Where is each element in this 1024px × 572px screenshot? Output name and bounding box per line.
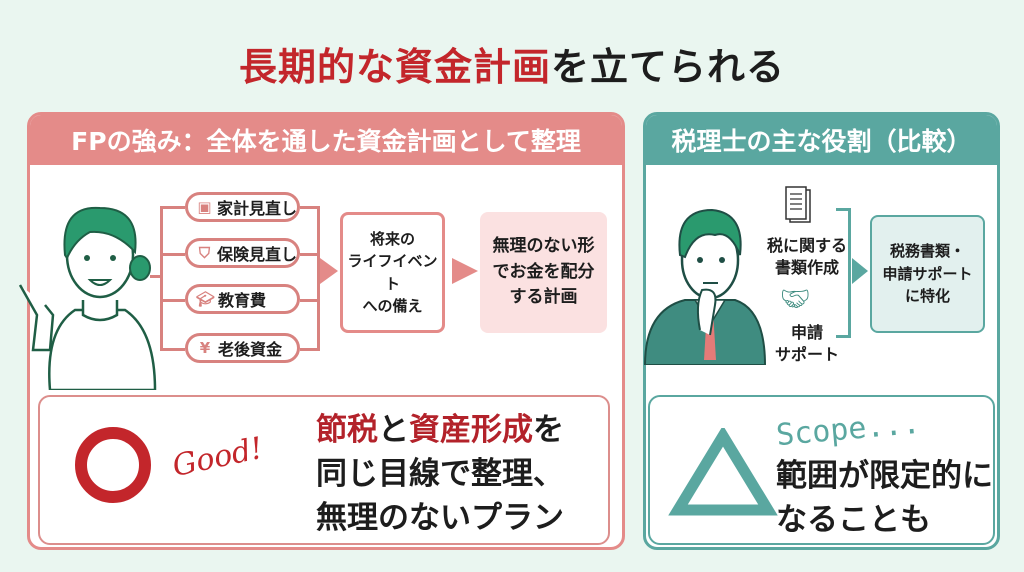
handshake-icon: 🤝︎ xyxy=(780,285,811,313)
connector xyxy=(160,206,185,209)
connector xyxy=(300,299,318,302)
connector xyxy=(150,275,162,278)
bracket-left xyxy=(160,206,163,351)
page-title: 長期的な資金計画を立てられる xyxy=(238,45,786,89)
item-education: 🎓︎教育費 xyxy=(185,284,300,314)
graduation-cap-icon: 🎓︎ xyxy=(196,290,216,308)
bracket xyxy=(848,208,851,338)
tax-verdict-text: 範囲が限定的に なることも xyxy=(776,458,993,539)
money-bag-icon: ¥ xyxy=(199,339,211,357)
fp-verdict-text: 節税と資産形成を 同じ目線で整理、 無理のないプラン xyxy=(316,412,564,537)
allocation-plan-box: 無理のない形 でお金を配分 する計画 xyxy=(480,212,607,333)
tax-panel-header: 税理士の主な役割（比較） xyxy=(646,115,997,165)
shield-check-icon: ⛉ xyxy=(198,244,211,262)
specialization-box: 税務書類・ 申請サポート に特化 xyxy=(870,215,985,333)
connector xyxy=(160,253,185,256)
connector xyxy=(300,253,318,256)
good-circle-icon xyxy=(75,427,151,503)
bracket xyxy=(836,335,850,338)
item-insurance-review: ⛉保険見直し xyxy=(185,238,300,268)
arrow-right-icon xyxy=(320,258,338,284)
arrow-right-icon xyxy=(852,258,868,284)
arrow-right-icon xyxy=(452,258,478,284)
item-household-review: ▣家計見直し xyxy=(185,192,300,222)
bracket-right xyxy=(317,206,320,351)
application-support-label: 申請 サポート xyxy=(774,323,839,364)
connector xyxy=(300,348,318,351)
life-event-box: 将来の ライフイベント への備え xyxy=(340,212,445,333)
item-retirement: ¥老後資金 xyxy=(185,333,300,363)
wallet-icon: ▣ xyxy=(197,198,212,216)
bracket xyxy=(836,208,850,211)
triangle-mark-icon xyxy=(668,428,778,516)
tax-verdict-box xyxy=(648,395,995,545)
connector xyxy=(160,299,185,302)
connector xyxy=(160,348,185,351)
tax-document-label: 税に関する 書類作成 xyxy=(766,236,847,277)
fp-panel-header: FPの強み：全体を通した資金計画として整理 xyxy=(30,115,622,165)
document-icon xyxy=(785,186,811,223)
fp-verdict-box xyxy=(38,395,610,545)
tax-accountant-illustration xyxy=(643,208,767,365)
fp-woman-illustration xyxy=(18,206,157,390)
connector xyxy=(300,206,318,209)
